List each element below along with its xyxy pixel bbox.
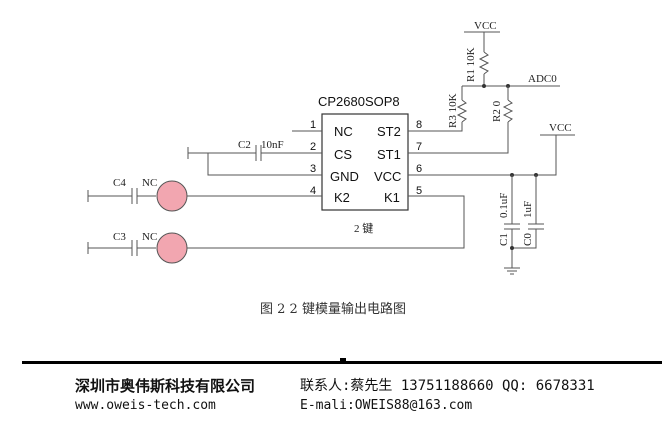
touch-pad-k1 xyxy=(156,232,188,264)
touch-pad-k2 xyxy=(156,180,188,212)
pin-5-num: 5 xyxy=(416,185,422,197)
chip-body xyxy=(321,113,409,211)
pin-1-name: NC xyxy=(334,124,353,139)
c4-label: C4 xyxy=(113,177,126,189)
c1-label: C1 xyxy=(498,233,510,246)
c2-value: 10nF xyxy=(261,139,284,151)
pin-5-name: K1 xyxy=(384,190,400,205)
vcc-right-label: VCC xyxy=(549,122,572,134)
c4-nc-label: NC xyxy=(142,177,157,189)
adc-label: ADC0 xyxy=(528,73,557,85)
r1-label: R1 10K xyxy=(465,47,477,82)
r3-resistor xyxy=(456,99,468,123)
footer-divider xyxy=(22,361,662,364)
vcc-top-label: VCC xyxy=(474,20,497,32)
wire-r2-st1 xyxy=(438,122,509,154)
wire-r3-st2 xyxy=(438,122,463,132)
chip-name: CP2680SOP8 xyxy=(318,94,400,109)
pin-3-num: 3 xyxy=(310,163,316,175)
pin-3-name: GND xyxy=(330,169,359,184)
wire-vcc-right xyxy=(438,135,557,176)
wire-gnd-loop xyxy=(207,153,292,176)
wire-c0-bottom xyxy=(512,229,537,249)
r2-resistor xyxy=(502,99,514,123)
pin-6-name: VCC xyxy=(374,169,401,184)
website-link[interactable]: www.oweis-tech.com xyxy=(75,398,216,413)
contact-info: 联系人:蔡先生 13751188660 QQ: 6678331 xyxy=(300,378,595,394)
company-name: 深圳市奥伟斯科技有限公司 xyxy=(75,377,256,395)
figure-caption: 图 2 2 键模量输出电路图 xyxy=(260,302,406,317)
chip-subtitle: 2 键 xyxy=(354,221,373,235)
pin-4-num: 4 xyxy=(310,185,316,197)
junction-gnd xyxy=(510,246,514,250)
c3-label: C3 xyxy=(113,231,126,243)
pin-6-num: 6 xyxy=(416,163,422,175)
r2-label: R2 0 xyxy=(491,100,503,122)
pin-4-name: K2 xyxy=(334,190,350,205)
pin-2-name: CS xyxy=(334,147,352,162)
c1-value: 0.1uF xyxy=(498,193,510,218)
c2-label: C2 xyxy=(238,139,251,151)
wire-pad-k1 xyxy=(187,195,465,249)
footer-divider-mark xyxy=(340,358,346,362)
r3-label: R3 10K xyxy=(447,93,459,128)
c0-value: 1uF xyxy=(522,201,534,218)
pin-7-name: ST1 xyxy=(377,147,401,162)
junction-r1 xyxy=(482,84,486,88)
pin-8-name: ST2 xyxy=(377,124,401,139)
r1-resistor xyxy=(478,51,490,75)
c0-label: C0 xyxy=(522,233,534,246)
pin-1-num: 1 xyxy=(310,119,316,131)
pin-7-num: 7 xyxy=(416,141,422,153)
pin-8-num: 8 xyxy=(416,119,422,131)
email-address: E-mali:OWEIS88@163.com xyxy=(300,398,473,413)
c3-nc-label: NC xyxy=(142,231,157,243)
circuit-schematic: CP2680SOP8 2 键 NC CS GND K2 1 2 3 4 ST2 … xyxy=(87,20,575,275)
pin-2-num: 2 xyxy=(310,141,316,153)
